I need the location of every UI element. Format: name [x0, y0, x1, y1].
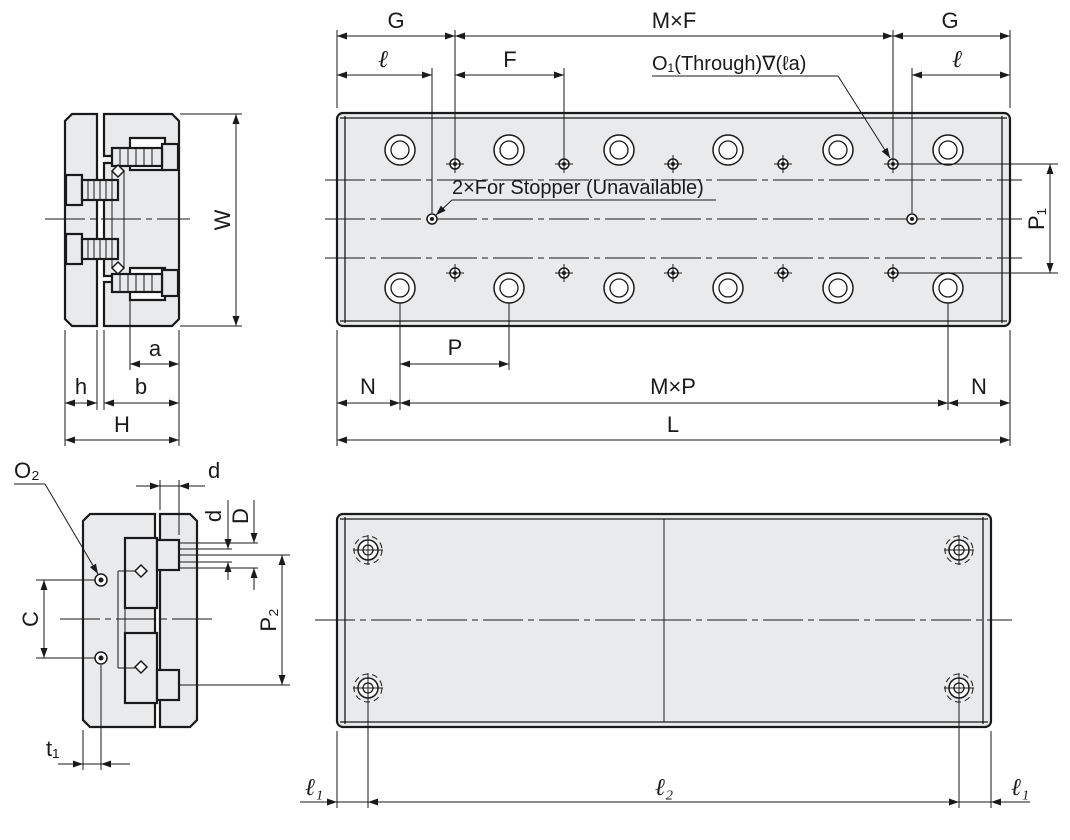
counterbore-holes-bottom-row [384, 272, 964, 304]
dim-G-left: G [387, 8, 404, 33]
bottom-threaded-holes [353, 535, 974, 703]
dim-l-left: ℓ [378, 47, 388, 73]
dim-t1: t₁ [46, 736, 60, 761]
bottom-view: ℓ₁ ℓ₂ ℓ₁ [300, 512, 1030, 808]
side-view-lower: O₂ C d d D P₂ t₁ [14, 458, 290, 770]
side-view-upper: W a h b H [45, 112, 242, 446]
dim-l1-left: ℓ₁ [305, 775, 323, 801]
dim-H: H [114, 412, 130, 437]
dim-d-side: d [201, 510, 226, 522]
dim-MxP: M×P [650, 374, 696, 399]
counterbore-holes-top-row [384, 134, 964, 166]
dim-N-right: N [971, 374, 987, 399]
dim-a: a [149, 336, 162, 361]
dim-C: C [18, 611, 43, 627]
callout-stopper: 2×For Stopper (Unavailable) [452, 177, 704, 199]
dim-L: L [667, 412, 679, 437]
dim-G-right: G [941, 8, 958, 33]
label-O2: O₂ [14, 458, 40, 483]
top-view: G M×F G ℓ F ℓ O₁(Through)∇(ℓa) 2×For Sto… [325, 8, 1058, 446]
dim-N-left: N [360, 374, 376, 399]
dim-P2: P₂ [256, 608, 281, 631]
dim-d-top: d [208, 458, 220, 483]
dim-h: h [75, 374, 87, 399]
dim-W: W [210, 209, 235, 230]
side-block-left [63, 112, 99, 328]
dim-MxF: M×F [652, 8, 697, 33]
stopper-holes [426, 213, 918, 225]
dim-F: F [503, 47, 516, 72]
dim-D: D [228, 508, 253, 524]
dim-l-right: ℓ [952, 47, 962, 73]
dim-l1-right: ℓ₁ [1011, 775, 1029, 801]
through-holes [446, 155, 902, 282]
callout-o1-through: O₁(Through)∇(ℓa) [652, 53, 806, 75]
dim-P: P [448, 335, 463, 360]
dim-l2: ℓ₂ [655, 775, 673, 801]
dim-b: b [135, 374, 147, 399]
dim-P1: P₁ [1024, 208, 1049, 230]
